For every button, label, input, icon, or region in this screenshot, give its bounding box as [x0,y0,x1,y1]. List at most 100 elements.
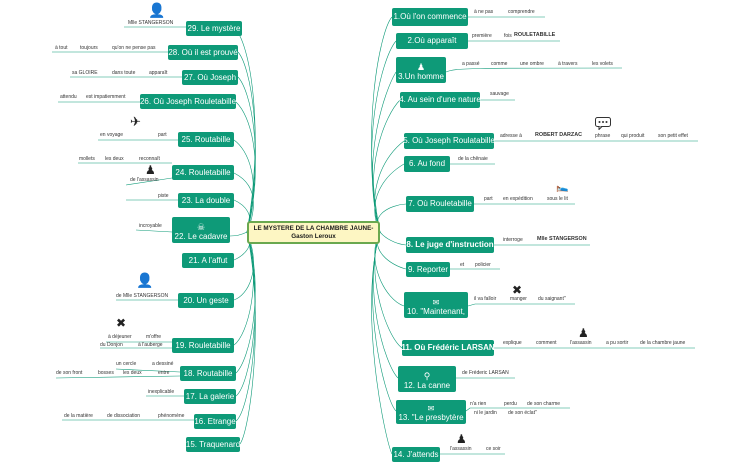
leaf-r8-1: Mlle STANGERSON [537,236,587,242]
leaf-l22-0: incroyable [139,223,162,229]
chapter-node-22[interactable]: ☠ 22. Le cadavre [172,217,230,243]
chapter-node-17[interactable]: 17. La galerie [184,389,236,404]
chapter-node-3[interactable]: ♟ 3.Un homme [396,57,446,83]
leaf-r4-0: sauvage [490,91,509,97]
leaf-l16-0: de la matière [64,413,93,419]
leaf-r14-1: ce soir [486,446,501,452]
leaf-r3-4: les volets [592,61,613,67]
leaf-l28-2: qu'on ne pense pas [112,45,156,51]
chapter-node-11[interactable]: 11. Où Frédéric LARSAN [401,340,495,356]
chapter-node-21[interactable]: 21. A l'affut [182,253,234,268]
leaf-l19-2: du Donjon [100,342,123,348]
leaf-l18-3: bosses [98,370,114,376]
leaf-l24-1: les deux [105,156,124,162]
envelope-icon: ✉ [432,297,440,307]
leaf-r13-2: de son charme [527,401,561,407]
leaf-r2-2: ROULETABILLE [514,32,556,38]
leaf-l24-0: mollets [79,156,95,162]
chapter-node-24[interactable]: 24. Rouletabille [172,165,234,180]
leaf-l27-1: dans toute [112,70,136,76]
chapter-node-20[interactable]: 20. Un geste [178,293,234,308]
leaf-l26-0: attendu [60,94,77,100]
leaf-r5-2: phrase [595,133,611,139]
standing-person-icon: ♟ [145,163,156,177]
chapter-node-6[interactable]: 6. Au fond [404,156,450,172]
chapter-node-12[interactable]: ⚲ 12. La canne [398,366,456,392]
chapter-node-5[interactable]: 5. Où Joseph Roulatabille [403,133,495,149]
chapter-node-19[interactable]: 19. Rouletabille [172,338,234,353]
chapter-node-4[interactable]: 4. Au sein d'une nature [399,92,481,108]
leaf-l18-5: entre [158,370,170,376]
leaf-l19-0: à déjeuner [108,334,132,340]
person-icon: 👤 [136,272,154,288]
leaf-r13-4: de son éclat" [508,410,537,416]
central-topic[interactable]: LE MYSTERE DE LA CHAMBRE JAUNE- Gaston L… [247,221,380,244]
leaf-l19-3: à l'auberge [138,342,163,348]
chapter-node-25[interactable]: 25. Routabille [178,132,234,147]
chapter-node-9[interactable]: 9. Reporter [406,262,450,277]
person-icon: 👤 [148,2,166,18]
leaf-r14-0: l'assassin [450,446,472,452]
leaf-r10-2: du saignant" [538,296,566,302]
chapter-node-28[interactable]: 28. Où il est prouvé [168,45,238,60]
leaf-r11-4: de la chambre jaune [640,340,686,346]
chapter-node-27[interactable]: 27. Où Joseph [182,70,238,85]
leaf-r1-0: à ne pas [474,9,494,15]
leaf-r3-2: une ombre [520,61,544,67]
book-title: LE MYSTERE DE LA CHAMBRE JAUNE- [253,225,374,233]
standing-person-icon: ♟ [416,61,426,72]
leaf-l23-0: piste [158,193,169,199]
chapter-node-16[interactable]: 16. Etrange [194,414,236,429]
leaf-r5-4: son petit effet [658,133,688,139]
leaf-r11-3: a pu sortir [606,340,629,346]
cutlery-icon: ✖ [116,316,127,330]
chapter-node-29[interactable]: 29. Le mystère [186,21,242,36]
leaf-r10-0: il va falloir [474,296,497,302]
leaf-r3-1: comme [491,61,508,67]
standing-person-icon: ♟ [456,432,467,446]
chapter-node-13[interactable]: ✉ 13. "Le presbytère [396,400,466,424]
airplane-icon: ✈ [130,114,141,129]
leaf-l26-1: est impatiemment [86,94,126,100]
leaf-r5-0: adresse à [500,133,522,139]
leaf-r6-0: de la chênaie [458,156,488,162]
chapter-node-7[interactable]: 7. Où Rouletabille [406,196,474,212]
leaf-r9-1: policier [475,262,491,268]
envelope-icon: ✉ [427,403,435,413]
leaf-l18-0: un cercle [116,361,137,367]
leaf-l20-0: de Mlle STANGERSON [116,293,169,299]
chapter-node-26[interactable]: 26. Où Joseph Rouletabille [140,94,236,109]
leaf-l28-0: à tout [55,45,68,51]
leaf-r8-0: interroge [503,237,523,243]
leaf-l29-0: Mlle STANGERSON [128,20,174,26]
leaf-r2-1: fois [504,33,512,39]
chapter-node-23[interactable]: 23. La double [178,193,234,208]
leaf-r7-0: part [484,196,493,202]
chapter-node-10[interactable]: ✉ 10. "Maintenant, [404,292,468,318]
leaf-r11-1: comment [536,340,557,346]
leaf-l19-1: m'offre [146,334,162,340]
leaf-r9-0: et [460,262,465,268]
chapter-node-1[interactable]: 1.Où l'on commence [392,8,468,26]
leaf-r11-2: l'assassin [570,340,592,346]
standing-person-icon: ♟ [578,326,589,340]
leaf-r2-0: première [472,33,492,39]
leaf-l17-0: inexplicable [148,389,175,395]
chapter-node-2[interactable]: 2.Où apparaît [396,33,468,49]
leaf-r5-3: qui produit [621,133,645,139]
chapter-node-18[interactable]: 18. Routabille [180,366,236,381]
leaf-l25-0: en voyage [100,132,124,138]
bed-icon: 🛌 [556,182,569,193]
leaf-l28-1: toujours [80,45,98,51]
leaf-l16-1: de dissociation [107,413,141,419]
leaf-l24-2: reconnaît [139,156,160,162]
book-author: Gaston Leroux [291,232,336,240]
speech-bubble-icon [595,117,611,130]
leaf-r12-0: de Fréderic LARSAN [462,370,509,376]
chapter-node-15[interactable]: 15. Traquenard [186,437,240,452]
leaf-r7-1: en expédition [503,196,533,202]
leaf-r10-1: manger [510,296,527,302]
chapter-node-8[interactable]: 8. Le juge d'instruction [406,237,494,253]
chapter-node-14[interactable]: 14. J'attends [392,447,440,462]
leaf-r3-0: a passé [462,61,480,67]
